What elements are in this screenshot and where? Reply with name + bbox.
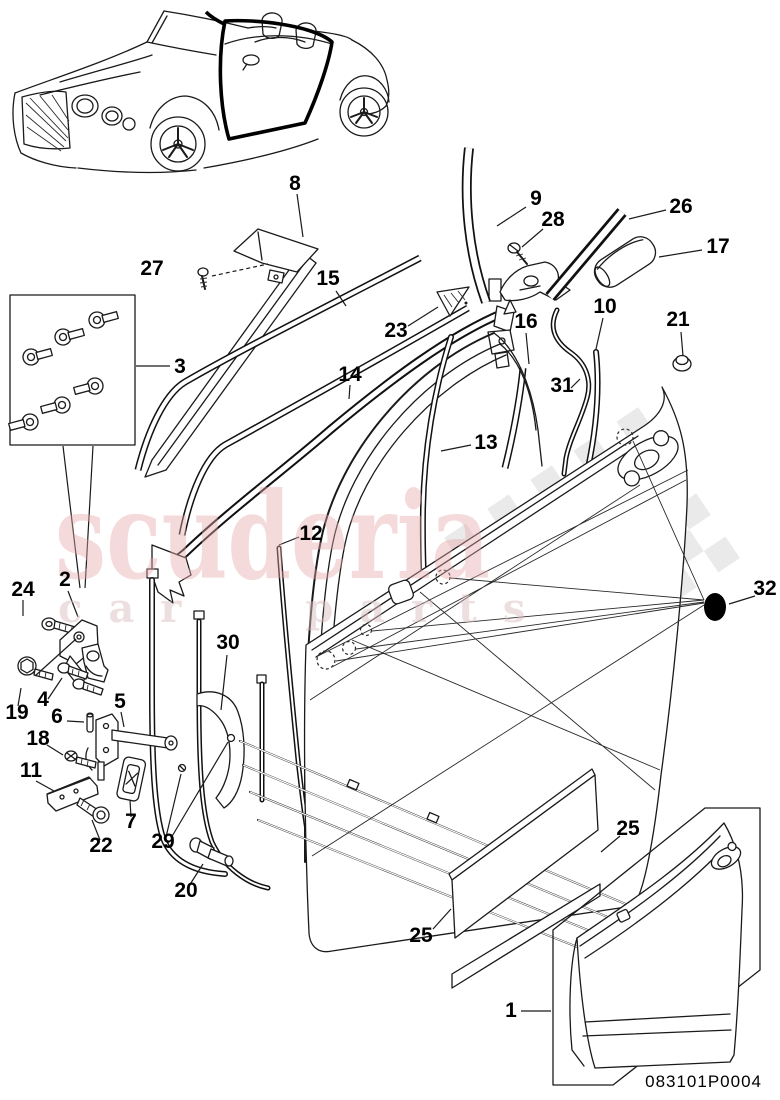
door-seal-highlight — [218, 18, 334, 141]
part-9-strip — [461, 147, 491, 304]
part-20-bolt — [189, 837, 234, 867]
part-callout-2: 2 — [59, 568, 71, 591]
part-callout-1: 1 — [505, 999, 517, 1022]
part-callout-22: 22 — [89, 834, 112, 857]
car-illustration — [12, 10, 390, 174]
part-14-belt-strip — [178, 304, 470, 536]
watermark-line1: scuderia — [55, 466, 490, 607]
part-callout-13: 13 — [474, 431, 497, 454]
part-callout-29: 29 — [151, 830, 174, 853]
part-23-wedge — [436, 286, 470, 317]
part-callout-10: 10 — [593, 295, 616, 318]
part-callout-7: 7 — [125, 810, 137, 833]
part-callout-6: 6 — [51, 705, 63, 728]
part-callout-30: 30 — [216, 631, 239, 654]
part-callout-31: 31 — [550, 374, 574, 397]
part-callout-24: 24 — [11, 578, 35, 601]
part-19-bolt — [17, 656, 54, 681]
part-3-clip-box — [8, 294, 136, 589]
part-callout-16: 16 — [514, 310, 537, 333]
part-10-guide — [585, 349, 601, 471]
part-callout-12: 12 — [299, 522, 322, 545]
part-31-rod — [550, 307, 592, 477]
flag-cell — [703, 536, 740, 573]
part-8-a-pillar-trim — [144, 228, 319, 478]
part-1-door-skin-box — [552, 807, 761, 1086]
hinge-hardware — [17, 617, 234, 867]
watermark-line2: car parts — [58, 585, 551, 632]
part-18-screw — [64, 750, 97, 769]
part-27-screw — [197, 267, 209, 290]
part-6-pin — [86, 712, 94, 733]
part-callout-23: 23 — [384, 319, 407, 342]
part-callout-4: 4 — [37, 688, 49, 711]
part-25-damping-pads — [448, 768, 601, 989]
part-callout-27: 27 — [140, 257, 163, 280]
part-22-screw — [76, 797, 110, 824]
part-15-belt-strip — [134, 254, 422, 471]
door-aperture-seal-loops — [146, 545, 310, 891]
part-callout-11: 11 — [20, 759, 43, 782]
part-callout-5: 5 — [114, 690, 126, 713]
part-5-check-strap — [85, 713, 178, 781]
part-callout-9: 9 — [530, 187, 542, 210]
part-7-striker-block — [116, 756, 147, 802]
part-29-screws — [177, 763, 187, 773]
part-callout-8: 8 — [289, 172, 301, 195]
door-outer-skin — [569, 822, 744, 1069]
leader-lines — [17, 193, 756, 1012]
part-callout-25: 25 — [409, 924, 433, 947]
part-21-grommet — [672, 354, 692, 372]
part-30-bracket — [196, 691, 245, 809]
part-callout-25: 25 — [616, 817, 640, 840]
watermark: scuderia car parts — [55, 466, 551, 632]
part-32-plug — [311, 440, 726, 857]
part-callout-26: 26 — [669, 195, 692, 218]
part-callout-19: 19 — [5, 701, 28, 724]
part-callout-21: 21 — [666, 308, 690, 331]
door-sill-moldings — [239, 740, 629, 957]
part-callout-28: 28 — [541, 208, 565, 231]
part-callout-20: 20 — [174, 879, 197, 902]
door-handle-cutout — [617, 430, 679, 487]
part-28-screw — [507, 242, 528, 265]
part-callout-32: 32 — [753, 577, 776, 600]
retainer-clips — [8, 311, 119, 431]
part-callout-15: 15 — [316, 267, 340, 290]
part-17-channel-pad — [593, 236, 657, 288]
part-callout-17: 17 — [706, 235, 729, 258]
part-callout-18: 18 — [26, 727, 50, 750]
part-26-strip — [545, 208, 627, 301]
part-16-channel — [501, 367, 527, 469]
part-11-bracket-plate — [46, 776, 99, 812]
part-callout-14: 14 — [338, 363, 362, 386]
part-4-screws — [57, 662, 104, 696]
diagram-code: 083101P0004 — [645, 1072, 762, 1091]
part-callout-3: 3 — [174, 355, 186, 378]
